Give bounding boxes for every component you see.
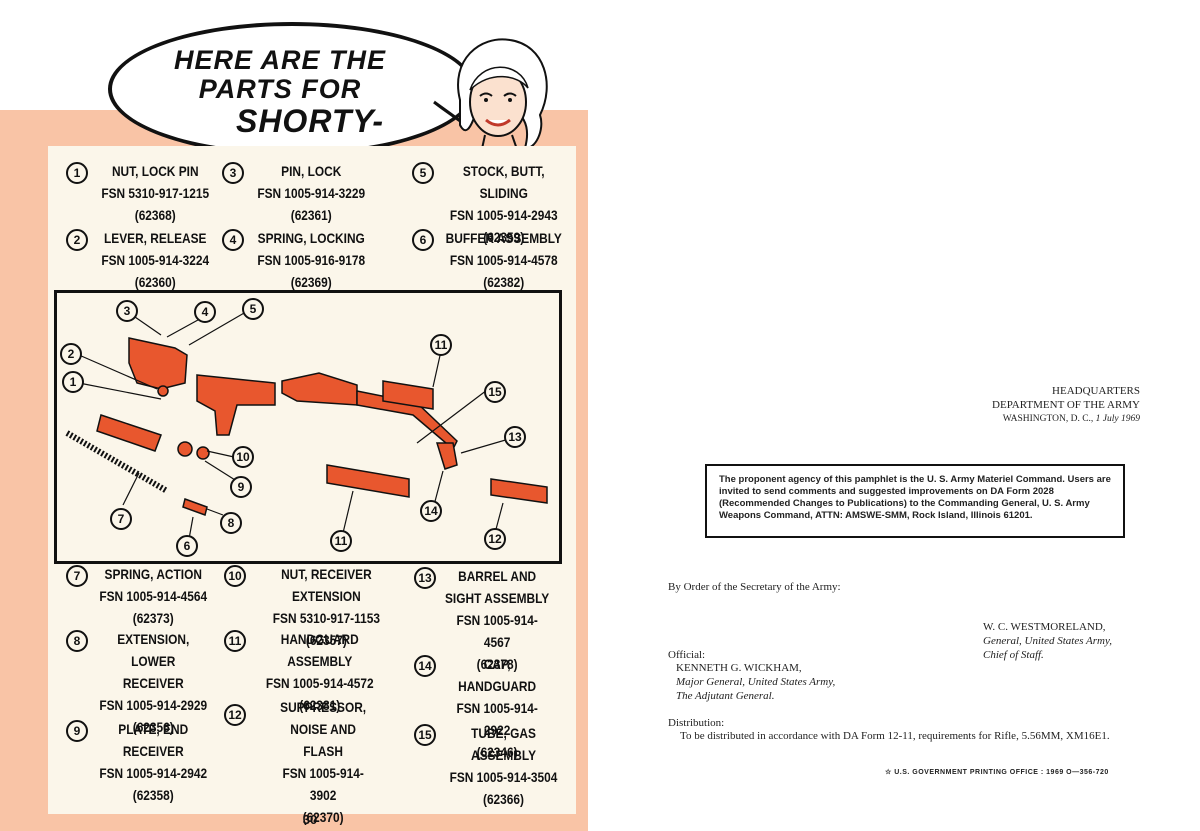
headquarters-block: HEADQUARTERS DEPARTMENT OF THE ARMY WASH… — [900, 384, 1140, 426]
distribution-label: Distribution: — [668, 717, 725, 729]
upper-receiver-part — [281, 372, 358, 406]
callout-4: 4 — [222, 229, 244, 251]
gpo-imprint: ☆ U.S. GOVERNMENT PRINTING OFFICE : 1969… — [885, 769, 1109, 776]
diagram-callout-13: 13 — [504, 426, 526, 448]
hq-line-3: WASHINGTON, D. C., 1 July 1969 — [1002, 414, 1140, 424]
speech-bubble — [108, 22, 476, 156]
left-page: HERE ARE THE PARTS FOR SHORTY- 1 NUT, LO… — [0, 0, 588, 831]
official-title-1: Major General, United States Army, — [676, 676, 836, 688]
cartoon-woman-illustration — [457, 38, 548, 159]
callout-11: 11 — [224, 630, 246, 652]
distribution-text: To be distributed in accordance with DA … — [680, 730, 1110, 742]
diagram-callout-11-bottom: 11 — [330, 530, 352, 552]
right-page: HEADQUARTERS DEPARTMENT OF THE ARMY WASH… — [600, 0, 1200, 831]
diagram-callout-5: 5 — [242, 298, 264, 320]
diagram-callout-12: 12 — [484, 528, 506, 550]
diagram-callout-6: 6 — [176, 535, 198, 557]
official-label: Official: — [668, 649, 706, 661]
lever-part — [157, 385, 169, 397]
callout-5: 5 — [412, 162, 434, 184]
hq-date: 1 July 1969 — [1095, 414, 1140, 424]
hq-line-1: HEADQUARTERS — [1052, 385, 1140, 397]
callout-8: 8 — [66, 630, 88, 652]
bubble-text: HERE ARE THE PARTS FOR SHORTY- — [130, 45, 430, 140]
callout-12: 12 — [224, 704, 246, 726]
action-spring-part — [65, 430, 169, 494]
by-order-text: By Order of the Secretary of the Army: — [668, 581, 841, 593]
bubble-line-2: PARTS FOR — [198, 74, 362, 105]
callout-2: 2 — [66, 229, 88, 251]
diagram-callout-15: 15 — [484, 381, 506, 403]
diagram-callout-7: 7 — [110, 508, 132, 530]
callout-10: 10 — [224, 565, 246, 587]
bubble-line-1: HERE ARE THE — [173, 45, 387, 75]
official-block: KENNETH G. WICKHAM, Major General, Unite… — [676, 661, 835, 703]
hq-line-2: DEPARTMENT OF THE ARMY — [992, 399, 1140, 411]
buffer-part — [182, 498, 208, 516]
proponent-notice-box: The proponent agency of this pamphlet is… — [705, 464, 1125, 538]
front-sight-part — [435, 442, 458, 470]
diagram-callout-9: 9 — [230, 476, 252, 498]
signer-title-1: General, United States Army, — [983, 635, 1113, 647]
callout-14: 14 — [414, 655, 436, 677]
flash-suppressor-part — [490, 478, 548, 504]
handguard-lower-part — [326, 464, 410, 498]
signer-name: W. C. WESTMORELAND, — [983, 621, 1106, 633]
official-title-2: The Adjutant General. — [676, 690, 775, 702]
signer-title-2: Chief of Staff. — [983, 649, 1044, 661]
callout-7: 7 — [66, 565, 88, 587]
handguard-upper-part — [382, 380, 434, 410]
page-number: 30 — [302, 812, 318, 827]
official-name: KENNETH G. WICKHAM, — [676, 662, 802, 674]
exploded-rifle-drawing — [65, 308, 548, 540]
exploded-parts-diagram — [54, 290, 562, 564]
diagram-callout-10: 10 — [232, 446, 254, 468]
diagram-callout-2: 2 — [60, 343, 82, 365]
diagram-callout-14: 14 — [420, 500, 442, 522]
signer-block: W. C. WESTMORELAND, General, United Stat… — [983, 620, 1112, 662]
callout-15: 15 — [414, 724, 436, 746]
diagram-callout-4: 4 — [194, 301, 216, 323]
lower-receiver-part — [196, 374, 276, 436]
diagram-callout-3: 3 — [116, 300, 138, 322]
receiver-extension-part — [96, 414, 162, 452]
diagram-callout-11-top: 11 — [430, 334, 452, 356]
diagram-callout-8: 8 — [220, 512, 242, 534]
callout-6: 6 — [412, 229, 434, 251]
bubble-line-3: SHORTY- — [235, 103, 385, 140]
callout-1: 1 — [66, 162, 88, 184]
nut-part — [177, 441, 193, 457]
buttstock-part — [128, 337, 188, 390]
callout-3: 3 — [222, 162, 244, 184]
diagram-callout-1: 1 — [62, 371, 84, 393]
end-plate-part — [196, 446, 210, 460]
callout-9: 9 — [66, 720, 88, 742]
callout-13: 13 — [414, 567, 436, 589]
